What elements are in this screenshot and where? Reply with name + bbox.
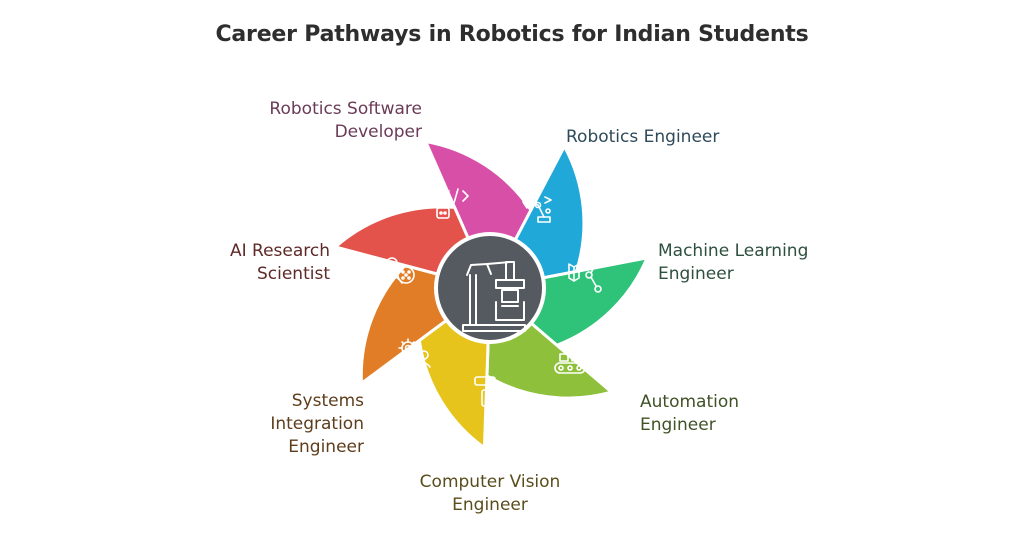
conveyor-robot-icon xyxy=(554,339,586,374)
page-title: Career Pathways in Robotics for Indian S… xyxy=(215,22,809,47)
label-robotics-engineer: Robotics Engineer xyxy=(566,126,786,149)
label-line: Engineer xyxy=(288,437,364,457)
code-robot-icon xyxy=(436,188,469,219)
label-line: Machine Learning xyxy=(658,241,809,261)
label-line: Engineer xyxy=(658,264,734,284)
label-line: Robotics Software xyxy=(269,99,422,119)
robot-arm-icon xyxy=(462,261,526,332)
label-line: AI Research xyxy=(229,241,330,261)
gears-person-icon xyxy=(398,338,431,368)
label-line: Engineer xyxy=(452,495,528,515)
label-line: Developer xyxy=(334,122,422,142)
label-line: Automation xyxy=(640,392,740,412)
label-line: Integration xyxy=(270,414,364,434)
label-line: Scientist xyxy=(256,264,330,284)
monitor-eye-icon xyxy=(474,376,505,412)
label-line: Engineer xyxy=(640,415,716,435)
label-line: Computer Vision xyxy=(419,472,561,492)
robotic-arm-icon xyxy=(522,195,552,223)
label-line: Systems xyxy=(291,391,364,411)
book-network-icon xyxy=(568,258,602,293)
label-line: Robotics Engineer xyxy=(566,127,720,147)
center-hub xyxy=(434,232,546,344)
researcher-icon xyxy=(381,257,415,284)
